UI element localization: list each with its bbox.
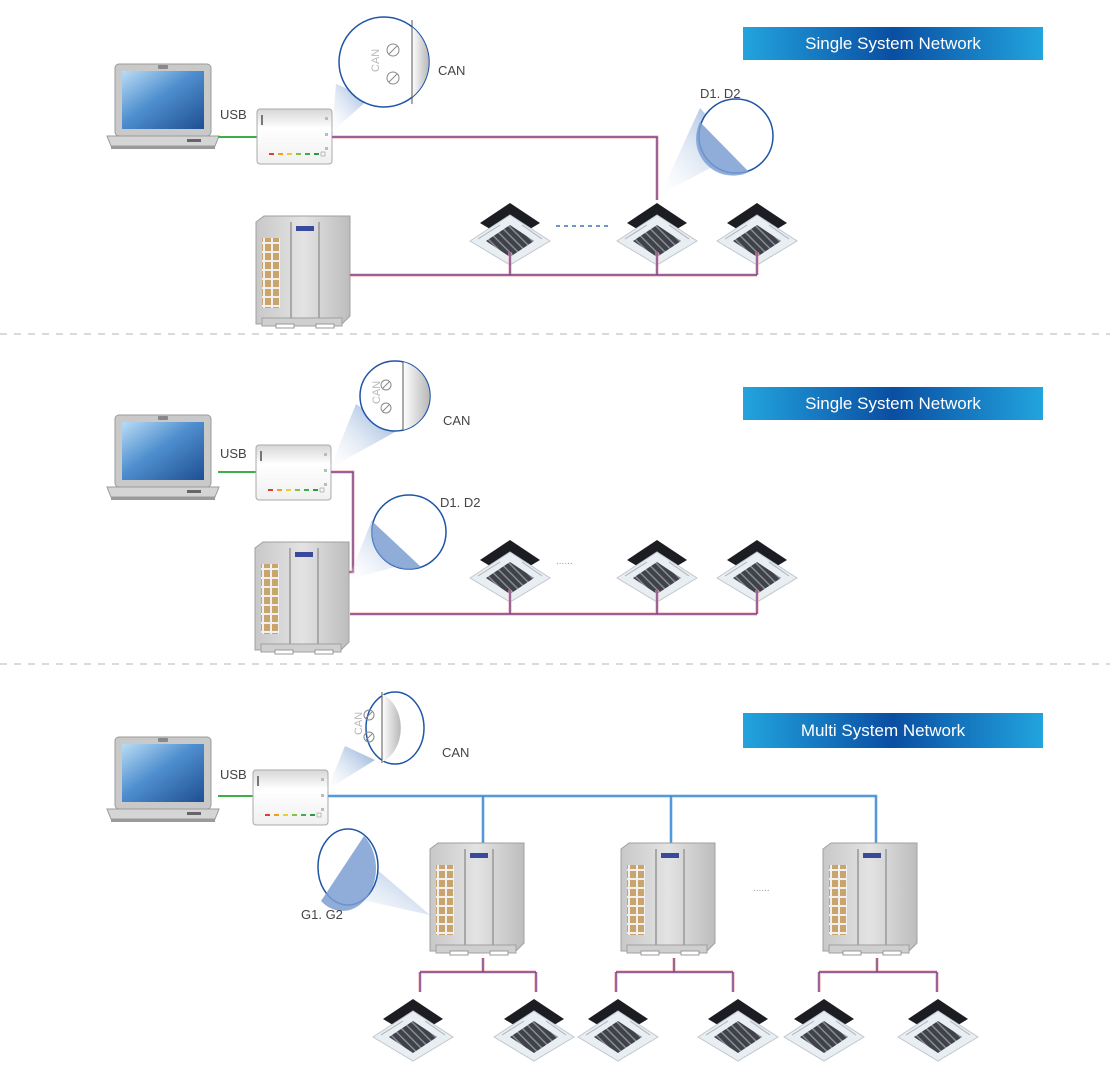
usb-label: USB <box>220 107 247 122</box>
outdoor-unit-icon <box>620 842 716 956</box>
d1-d2-callout <box>696 98 774 176</box>
can-port-label: CAN <box>370 49 382 72</box>
can-converter-icon <box>256 108 333 165</box>
can-terminal-callout: CAN <box>359 360 431 432</box>
section-title: Multi System Network <box>801 721 966 740</box>
can-converter-icon <box>252 769 329 826</box>
section-single-system-2: Single System Network USB CAN CAN D1. D2 <box>106 360 1043 655</box>
indoor-unit-icon <box>577 998 659 1062</box>
indoor-unit-icon <box>697 998 779 1062</box>
more-units-ellipsis: ...... <box>753 883 770 894</box>
can-label: CAN <box>443 413 470 428</box>
laptop-icon <box>106 736 220 823</box>
outdoor-unit-icon <box>822 842 918 956</box>
can-bus-line <box>332 135 659 200</box>
section-title: Single System Network <box>805 34 981 53</box>
more-units-ellipsis: ...... <box>556 556 573 567</box>
g1-g2-label: G1. G2 <box>301 907 343 922</box>
can-terminal-callout: CAN <box>353 691 425 765</box>
d1-d2-callout <box>371 494 447 570</box>
outdoor-unit-icon <box>255 215 351 329</box>
indoor-unit-icon <box>493 998 575 1062</box>
can-label: CAN <box>442 745 469 760</box>
section-single-system-1: Single System Network USB CAN CAN D1. D2 <box>106 16 1043 329</box>
section-title: Single System Network <box>805 394 981 413</box>
can-converter-icon <box>255 444 332 501</box>
can-label: CAN <box>438 63 465 78</box>
outdoor-unit-icon <box>429 842 525 956</box>
can-terminal-callout: CAN <box>338 16 430 108</box>
d1-d2-label: D1. D2 <box>700 86 740 101</box>
multi-system-bus-line <box>328 794 878 845</box>
d1-d2-label: D1. D2 <box>440 495 480 510</box>
can-port-label: CAN <box>353 712 365 735</box>
laptop-icon <box>106 414 220 501</box>
indoor-unit-icon <box>783 998 865 1062</box>
indoor-unit-icon <box>372 998 454 1062</box>
laptop-icon <box>106 63 220 150</box>
can-port-label: CAN <box>371 381 383 404</box>
section-multi-system: Multi System Network USB CAN CAN G1. G2 <box>106 691 1043 1062</box>
g1-g2-callout <box>317 828 379 911</box>
outdoor-unit-icon <box>254 541 350 655</box>
section-banner: Single System Network <box>743 387 1043 420</box>
callout-beam <box>327 746 375 790</box>
indoor-bus-line <box>418 958 939 992</box>
usb-label: USB <box>220 767 247 782</box>
indoor-bus-line <box>350 252 759 277</box>
indoor-unit-icon <box>897 998 979 1062</box>
callout-beam <box>330 404 395 468</box>
usb-label: USB <box>220 446 247 461</box>
section-banner: Single System Network <box>743 27 1043 60</box>
section-banner: Multi System Network <box>743 713 1043 748</box>
indoor-bus-line <box>350 590 759 616</box>
